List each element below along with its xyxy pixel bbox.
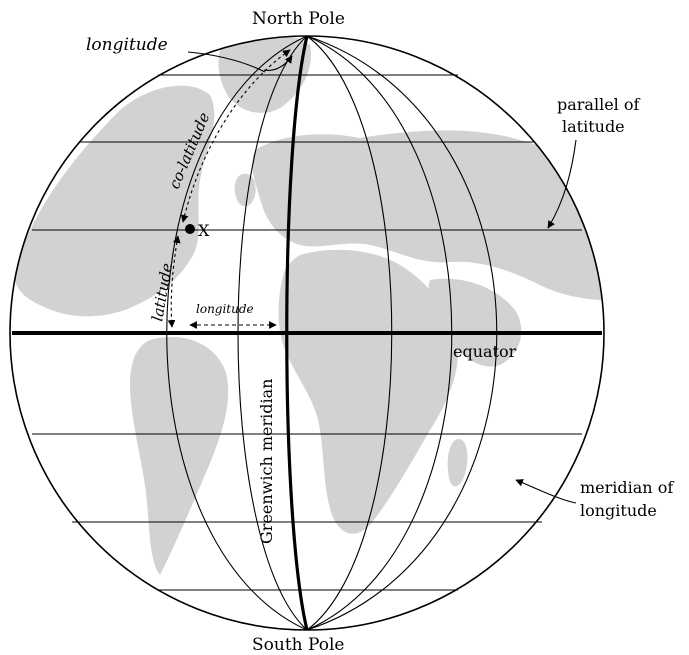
meridian-label-line2: longitude [580, 501, 657, 520]
longitude-small-label: longitude [196, 302, 254, 316]
south-pole-label: South Pole [252, 635, 345, 655]
north-pole-label: North Pole [252, 9, 345, 29]
point-x-dot [185, 224, 195, 234]
meridian-label-line1: meridian of [580, 478, 674, 497]
meridian-leader [516, 480, 576, 503]
greenwich-label: Greenwich meridian [257, 379, 276, 544]
equator-label: equator [453, 342, 517, 361]
point-x-label: X [198, 221, 210, 240]
parallel-label-line2: latitude [562, 117, 625, 136]
parallel-label-line1: parallel of [557, 95, 641, 114]
south-america [130, 337, 228, 575]
madagascar [448, 439, 468, 486]
british-isles [235, 174, 256, 207]
longitude-top-label: longitude [86, 35, 168, 55]
landmasses [15, 33, 605, 575]
